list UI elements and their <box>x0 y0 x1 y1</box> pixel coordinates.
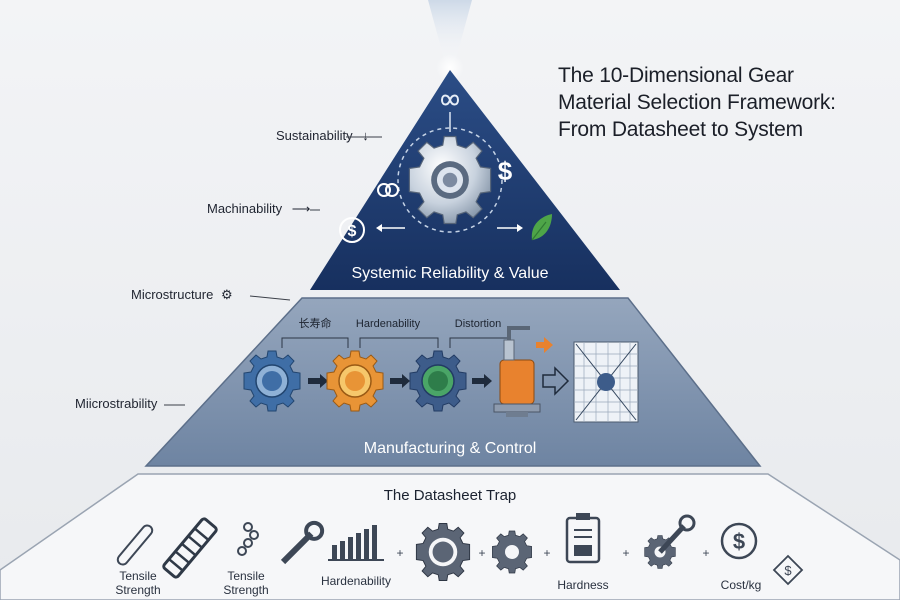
heat-treatment-furnace-icon <box>493 326 541 417</box>
infinity-icon <box>440 94 460 106</box>
bracket-3 <box>449 337 508 348</box>
step-label-1: 长寿命 <box>299 316 332 330</box>
arrow-right-icon <box>497 224 523 232</box>
arrow-right-icon: ⟶ <box>291 201 311 216</box>
bracket-1 <box>281 337 349 348</box>
cost-coin-icon: $ <box>720 522 758 560</box>
arrow-left-icon <box>376 224 405 232</box>
icon-label-tensile-2b: Strength <box>223 583 268 597</box>
icon-label-hardness: Hardness <box>557 578 608 592</box>
plus-sign-2: + <box>478 546 485 560</box>
leaf-icon <box>531 214 552 241</box>
cycle-ring <box>397 127 503 233</box>
plus-sign-1: + <box>396 546 403 560</box>
arrow-right-icon <box>308 374 328 388</box>
dollar-coin-icon: $ <box>339 217 365 243</box>
page-title: The 10-Dimensional Gear Material Selecti… <box>558 62 888 143</box>
label-machinability: Machinability ⟶ <box>207 201 310 217</box>
pointer-microstructure <box>249 295 291 301</box>
striped-bar-icon <box>162 517 218 579</box>
label-sustainability-text: Sustainability <box>276 128 353 143</box>
svg-text:$: $ <box>733 529 745 554</box>
label-microstructure-text: Microstructure <box>131 287 214 302</box>
svg-text:$: $ <box>348 223 357 240</box>
label-machinability-text: Machinability <box>207 201 283 216</box>
svg-text:$: $ <box>498 156 513 186</box>
icon-label-cost: Cost/kg <box>721 578 762 592</box>
arrow-right-icon <box>390 374 410 388</box>
wrench-icon <box>280 520 325 565</box>
label-microstrability: Miicrostrability <box>75 396 157 411</box>
small-gear-icon <box>492 530 532 574</box>
title-line-3: From Datasheet to System <box>558 118 803 141</box>
label-microstrability-text: Miicrostrability <box>75 396 158 411</box>
icon-label-tensile-2a: Tensile <box>227 569 265 583</box>
step-label-3: Distortion <box>455 318 501 330</box>
icon-label-tensile-1a: Tensile <box>119 569 157 583</box>
chain-icon <box>237 522 259 556</box>
orange-arrow-icon <box>536 337 553 353</box>
central-gear-icon <box>408 135 492 225</box>
large-gear-icon <box>415 523 471 581</box>
outline-arrow-icon <box>542 366 570 396</box>
icon-label-hardenability: Hardenability <box>321 574 391 588</box>
arrow-right-icon <box>472 374 492 388</box>
orange-gear-icon <box>326 350 384 412</box>
link-icon-left <box>377 183 399 197</box>
label-microstructure: Microstructure ⚙ <box>131 287 233 303</box>
title-line-2: Material Selection Framework: <box>558 91 836 114</box>
price-tag-icon: $ <box>772 554 804 586</box>
plus-sign-3: + <box>543 546 550 560</box>
bottom-tier-label: The Datasheet Trap <box>384 487 517 504</box>
label-sustainability: Sustainability ↓ <box>276 128 369 143</box>
svg-text:$: $ <box>784 563 792 578</box>
top-tier-label: Systemic Reliability & Value <box>351 265 548 282</box>
hardness-tester-icon <box>565 513 601 564</box>
bracket-2 <box>359 337 439 348</box>
arrow-down-icon: ↓ <box>362 128 369 143</box>
bar-chart-icon <box>328 525 384 561</box>
dollar-icon-right: $ <box>498 156 513 186</box>
apex-glow <box>436 54 464 82</box>
light-beam <box>428 0 472 70</box>
plus-sign-4: + <box>622 546 629 560</box>
distortion-grid-icon <box>573 341 639 423</box>
middle-tier-label: Manufacturing & Control <box>364 440 537 457</box>
icon-label-tensile-1b: Strength <box>115 583 160 597</box>
tensile-specimen-icon <box>116 524 154 566</box>
plus-sign-5: + <box>702 546 709 560</box>
title-line-1: The 10-Dimensional Gear <box>558 64 794 87</box>
small-gear-icon: ⚙ <box>220 287 233 302</box>
step-label-2: Hardenability <box>356 318 421 330</box>
blue-gear-icon <box>243 350 301 412</box>
green-gear-icon <box>409 350 467 412</box>
gear-wrench-icon <box>644 514 696 569</box>
